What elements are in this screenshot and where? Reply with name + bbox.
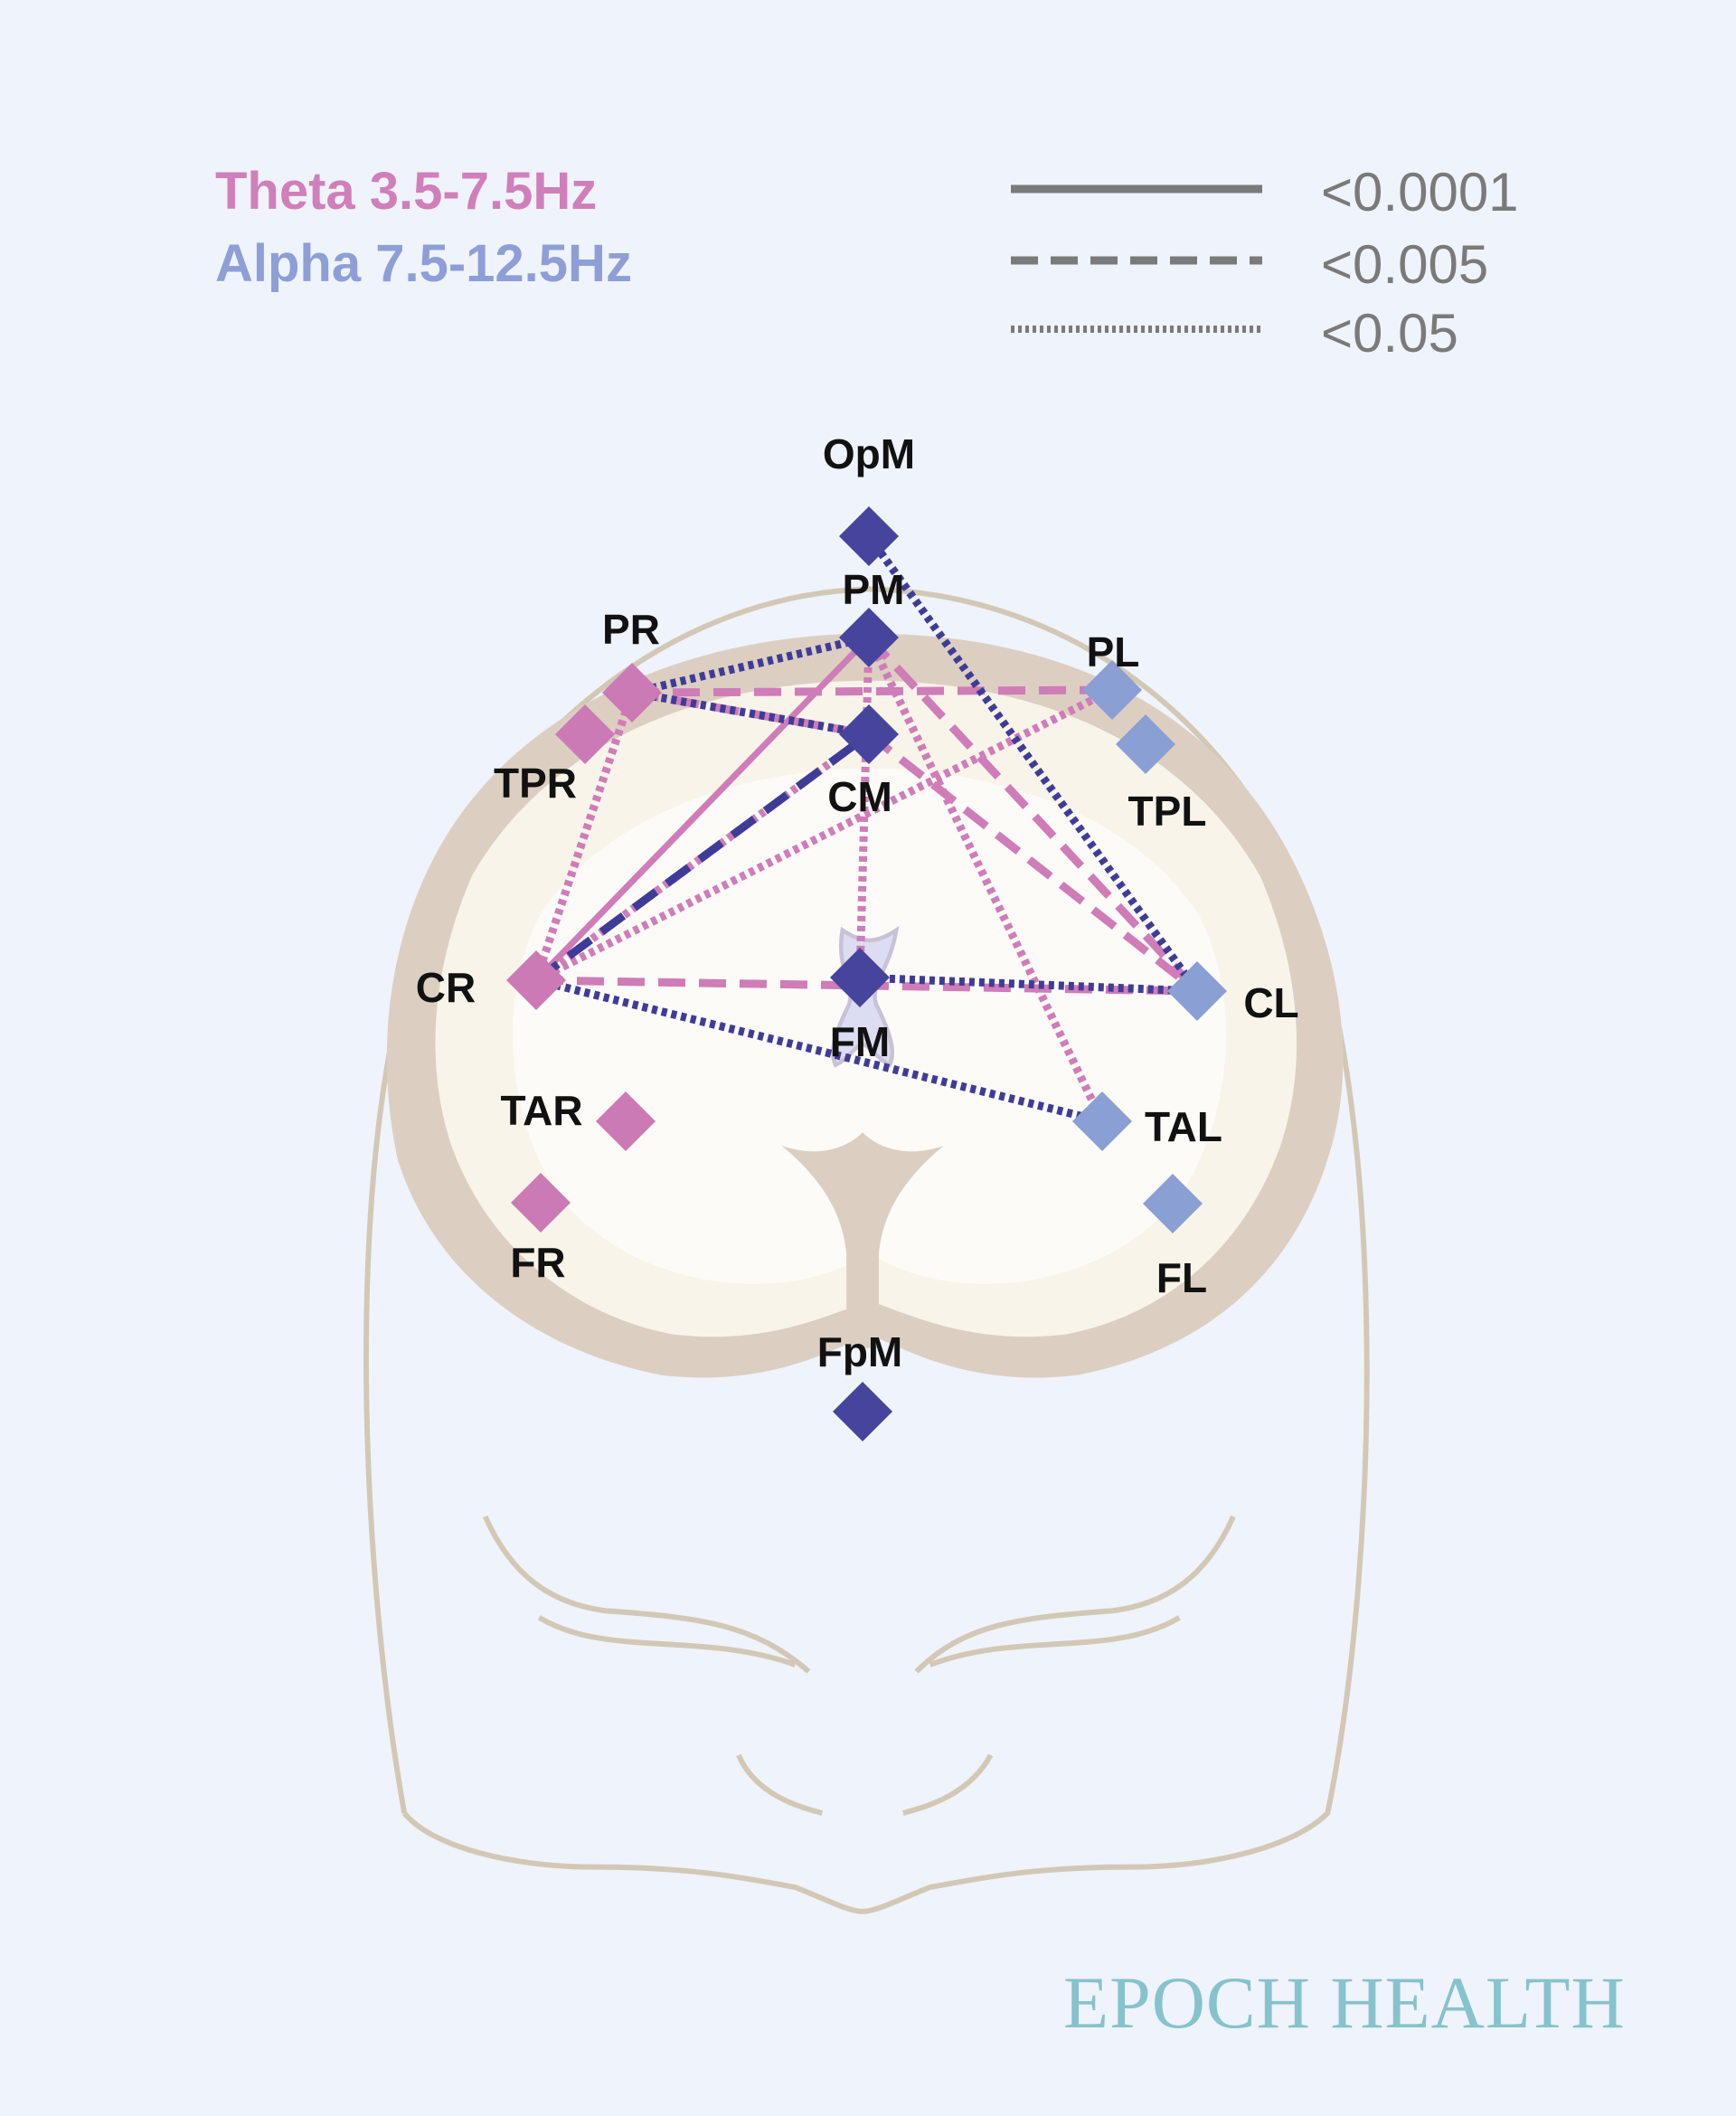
electrode-FR-marker xyxy=(511,1173,571,1233)
eye-left xyxy=(929,1615,1181,1667)
electrode-TAL-marker xyxy=(1072,1091,1132,1151)
connection-theta-CM-CL xyxy=(866,731,1200,995)
electrode-OpM-marker xyxy=(839,506,899,566)
connection-alpha-OpM-CL xyxy=(865,534,1201,994)
legend-p-dashed: <0.005 xyxy=(1321,234,1489,295)
electrode-FM-label: FM xyxy=(830,1018,890,1065)
electrode-FL-label: FL xyxy=(1156,1254,1207,1301)
electrode-TAR-marker xyxy=(596,1091,656,1151)
legend-p-solid: <0.0001 xyxy=(1321,162,1519,222)
electrode-PR-label: PR xyxy=(602,606,660,653)
electrode-CL-marker xyxy=(1167,961,1227,1021)
connection-alpha-PR-PM xyxy=(630,633,871,697)
electrode-TPR-marker xyxy=(555,704,615,764)
nose xyxy=(736,1753,994,1816)
electrode-FM-marker xyxy=(830,948,890,1007)
electrode-TPL-label: TPL xyxy=(1128,788,1207,835)
electrode-CR-marker xyxy=(506,950,566,1010)
electrode-FR-label: FR xyxy=(510,1239,565,1286)
legend-alpha: Alpha 7.5-12.5Hz xyxy=(215,234,632,293)
legend-theta: Theta 3.5-7.5Hz xyxy=(215,162,598,221)
electrode-CL-label: CL xyxy=(1243,979,1298,1026)
electrode-CM-marker xyxy=(839,704,899,764)
electrode-PR-marker xyxy=(602,663,662,723)
connection-alpha-CR-TAL xyxy=(534,976,1104,1126)
electrode-FpM-marker xyxy=(833,1382,892,1441)
epoch-health-logo: EPOCH HEALTH xyxy=(1063,1961,1626,2044)
connection-theta-CR-PR xyxy=(532,691,637,982)
electrode-PM-label: PM xyxy=(843,566,905,613)
connection-theta-PM-FM xyxy=(855,637,873,978)
connection-alpha-CR-CM xyxy=(533,731,872,984)
electrode-TPR-label: TPR xyxy=(494,760,577,807)
brow-left xyxy=(914,1515,1236,1674)
brow-right xyxy=(482,1515,811,1674)
connection-alpha-FM-CL xyxy=(859,973,1198,996)
electrode-FpM-label: FpM xyxy=(817,1328,903,1375)
midline-fissure xyxy=(781,1132,944,1348)
electrode-TAR-label: TAR xyxy=(500,1087,582,1134)
electrode-PL-marker xyxy=(1082,660,1142,720)
head-illustration xyxy=(363,586,1370,1914)
electrode-FL-marker xyxy=(1143,1174,1203,1233)
electrode-OpM-label: OpM xyxy=(823,430,915,477)
electrodes: OpM PM PR TPR CM PL TPL CR FM CL TAR TAL FR FL FpM xyxy=(416,430,1299,1441)
electrode-PL-label: PL xyxy=(1087,628,1140,675)
legend-line-samples xyxy=(1011,184,1262,333)
electrode-PM-marker xyxy=(839,608,899,667)
electrode-CR-label: CR xyxy=(416,964,476,1011)
connection-alpha-PR-CM xyxy=(631,688,870,739)
legend-p-dotted: <0.05 xyxy=(1321,303,1458,364)
electrode-TPL-marker xyxy=(1116,714,1175,774)
eye-right xyxy=(537,1615,797,1667)
electrode-CM-label: CM xyxy=(827,773,892,820)
electrode-TAL-label: TAL xyxy=(1145,1103,1222,1150)
